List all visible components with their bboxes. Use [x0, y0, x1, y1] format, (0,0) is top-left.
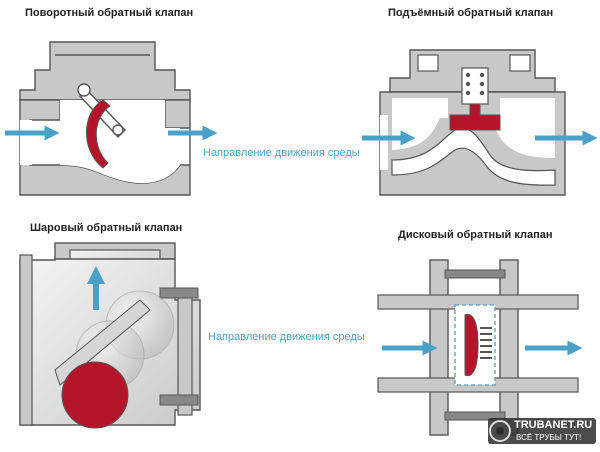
watermark-logo	[488, 418, 596, 444]
bonnet-bolt-left	[417, 54, 439, 72]
swing-red-flap	[86, 99, 111, 169]
ball-valve-title: Шаровый обратный клапан	[30, 222, 183, 234]
disc-bolt-bottom	[444, 411, 506, 421]
flow-direction-label-bottom: Направление движения среды	[208, 331, 365, 343]
hinge-pin	[77, 83, 91, 97]
inlet-port	[20, 120, 32, 165]
watermark-slogan: ВСЁ ТРУБЫ ТУТ!	[516, 433, 582, 442]
lift-valve-cavity	[392, 98, 555, 158]
disc-valve-title: Дисковый обратный клапан	[398, 229, 553, 241]
ball-bolt-top	[159, 287, 199, 299]
ball-check-valve	[19, 242, 201, 429]
disc-spring	[480, 327, 492, 359]
spring	[465, 72, 485, 96]
swing-valve-bonnet	[19, 41, 191, 101]
ball-bolt-bottom	[159, 394, 199, 406]
lift-valve-title: Подъёмный обратный клапан	[388, 7, 554, 19]
flow-direction-label-top: Направление движения среды	[203, 147, 360, 159]
disc-bolt-top	[444, 269, 506, 279]
spring-housing	[461, 67, 489, 105]
lift-check-valve	[362, 49, 598, 196]
disc-flange-left	[429, 259, 449, 436]
lift-red-disc	[449, 103, 501, 131]
swing-valve-title: Поворотный обратный клапан	[25, 7, 194, 19]
lift-inlet	[380, 115, 388, 170]
disc-red-plate	[464, 313, 479, 377]
ball-red	[61, 361, 129, 429]
watermark-site: TRUBANET.RU	[514, 419, 593, 431]
bonnet-bolt-right	[509, 54, 531, 72]
disc-flange-right	[499, 259, 519, 436]
swing-check-valve	[5, 41, 218, 196]
ball-seat	[54, 299, 151, 386]
ball-left-flange	[19, 254, 33, 426]
disc-check-valve	[377, 259, 583, 436]
arm-pin	[112, 124, 124, 136]
